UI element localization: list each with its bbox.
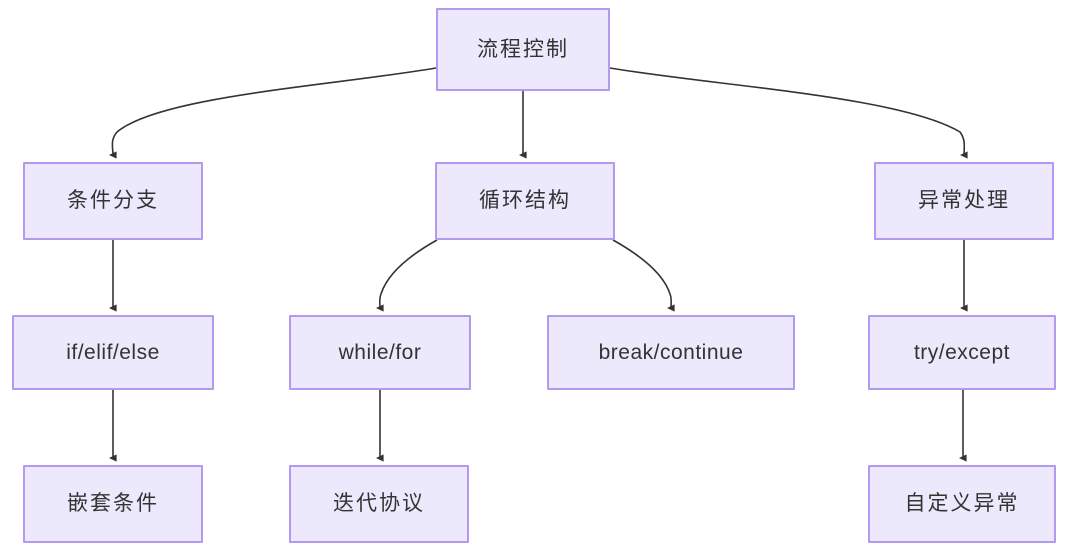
flow-node-label: try/except (913, 340, 1011, 364)
flow-node-exc[interactable]: 异常处理 (874, 162, 1054, 240)
flow-node-label: 迭代协议 (333, 492, 425, 516)
flow-node-label: break/continue (598, 340, 744, 364)
flow-node-iterproto[interactable]: 迭代协议 (289, 465, 469, 543)
flow-node-breakcont[interactable]: break/continue (547, 315, 795, 390)
flow-node-label: while/for (338, 340, 422, 364)
flow-node-label: 自定义异常 (904, 492, 1020, 516)
flow-node-loop[interactable]: 循环结构 (435, 162, 615, 240)
flow-node-customexc[interactable]: 自定义异常 (868, 465, 1056, 543)
flow-node-label: 流程控制 (477, 37, 569, 61)
flow-node-label: 循环结构 (479, 189, 571, 213)
flow-node-root[interactable]: 流程控制 (436, 8, 610, 91)
flow-node-cond[interactable]: 条件分支 (23, 162, 203, 240)
flow-edge (609, 67, 968, 159)
flow-node-nested[interactable]: 嵌套条件 (23, 465, 203, 543)
flow-node-label: 嵌套条件 (67, 492, 159, 516)
flow-edge (109, 67, 437, 159)
flow-node-label: 异常处理 (918, 189, 1010, 213)
flow-node-ifelse[interactable]: if/elif/else (12, 315, 214, 390)
edges-group (108, 67, 968, 462)
flow-node-tryexc[interactable]: try/except (868, 315, 1056, 390)
flow-edge (375, 239, 438, 312)
flow-node-label: if/elif/else (66, 340, 160, 364)
flow-node-label: 条件分支 (67, 189, 159, 213)
flow-node-whilefor[interactable]: while/for (289, 315, 471, 390)
flow-edge (612, 239, 675, 312)
